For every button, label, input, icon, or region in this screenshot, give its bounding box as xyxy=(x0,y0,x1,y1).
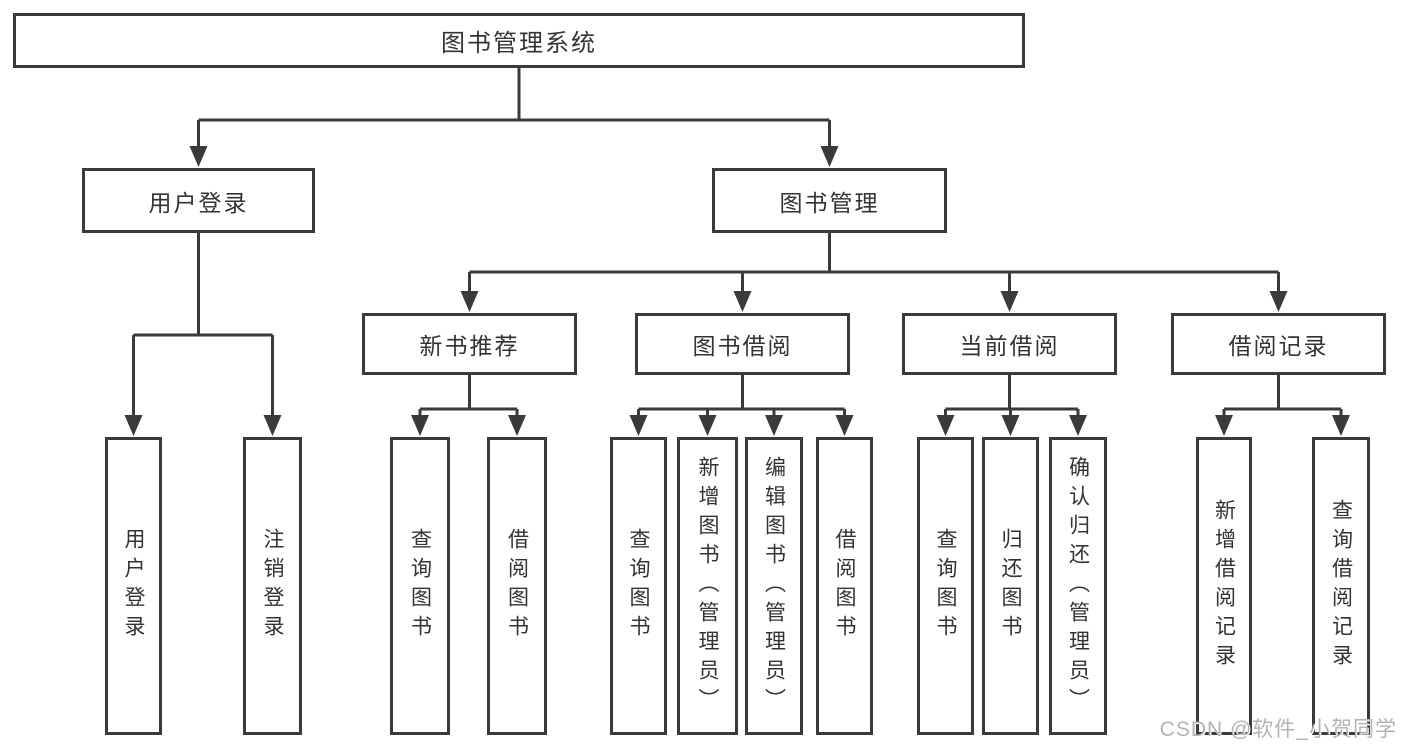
leaf-label: 用户登录 xyxy=(122,528,145,644)
leaf-return-book: 归还图书 xyxy=(982,437,1039,735)
node-book-borrow: 图书借阅 xyxy=(635,313,850,375)
leaf-borrow-book-2: 借阅图书 xyxy=(816,437,873,735)
node-new-book-recommend: 新书推荐 xyxy=(362,313,577,375)
leaf-label: 查询图书 xyxy=(408,528,432,644)
leaf-label: 查询图书 xyxy=(934,528,957,644)
leaf-logout: 注销登录 xyxy=(243,437,302,735)
node-label: 新书推荐 xyxy=(419,333,520,359)
leaf-label: 确认归还（管理员） xyxy=(1066,455,1090,717)
leaf-label: 新增图书（管理员） xyxy=(696,455,719,717)
leaf-query-book-2: 查询图书 xyxy=(610,437,667,735)
leaf-confirm-return-admin: 确认归还（管理员） xyxy=(1049,437,1107,735)
leaf-query-borrow-record: 查询借阅记录 xyxy=(1312,437,1370,735)
node-label: 当前借阅 xyxy=(959,333,1060,359)
leaf-label: 归还图书 xyxy=(999,528,1022,644)
leaf-label: 借阅图书 xyxy=(833,528,856,644)
leaf-query-book-1: 查询图书 xyxy=(390,437,450,735)
node-book-management: 图书管理 xyxy=(712,168,947,233)
node-label: 用户登录 xyxy=(148,189,249,216)
leaf-user-login: 用户登录 xyxy=(105,437,162,735)
node-borrow-record: 借阅记录 xyxy=(1171,313,1386,375)
node-label: 图书管理 xyxy=(779,189,880,216)
node-user-login: 用户登录 xyxy=(82,168,315,233)
leaf-label: 借阅图书 xyxy=(505,528,529,644)
leaf-label: 注销登录 xyxy=(261,528,284,644)
leaf-add-borrow-record: 新增借阅记录 xyxy=(1196,437,1252,735)
leaf-label: 编辑图书（管理员） xyxy=(762,455,786,717)
leaf-label: 新增借阅记录 xyxy=(1212,499,1236,673)
leaf-add-book-admin: 新增图书（管理员） xyxy=(677,437,738,735)
leaf-label: 查询图书 xyxy=(627,528,650,644)
node-label: 图书管理系统 xyxy=(441,30,597,57)
leaf-edit-book-admin: 编辑图书（管理员） xyxy=(745,437,803,735)
node-current-borrow: 当前借阅 xyxy=(902,313,1117,375)
leaf-query-book-3: 查询图书 xyxy=(917,437,974,735)
node-label: 图书借阅 xyxy=(692,333,793,359)
leaf-label: 查询借阅记录 xyxy=(1329,499,1353,673)
node-library-management-system: 图书管理系统 xyxy=(13,13,1025,68)
node-label: 借阅记录 xyxy=(1228,333,1329,359)
leaf-borrow-book-1: 借阅图书 xyxy=(487,437,547,735)
